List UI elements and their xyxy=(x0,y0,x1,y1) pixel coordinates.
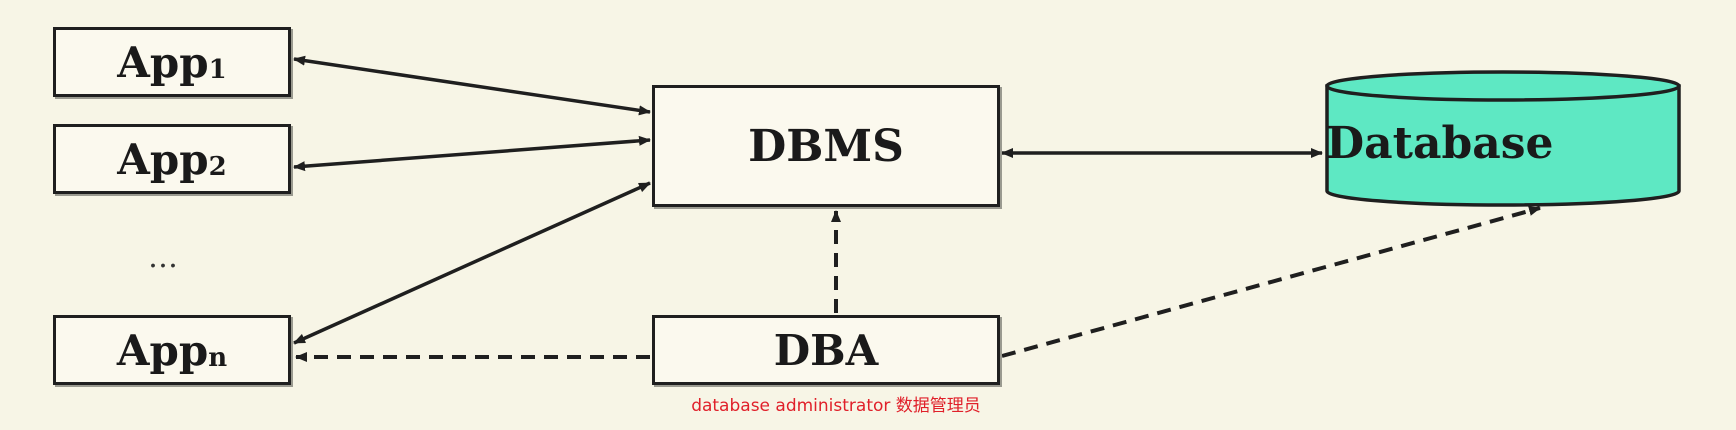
dba-label: DBA xyxy=(773,325,879,375)
app-1-subscript: 1 xyxy=(208,55,227,85)
appn-dbms-connector xyxy=(293,181,651,345)
app-2-label: App xyxy=(117,134,209,184)
dbms-box: DBMS xyxy=(652,85,1000,207)
apps-ellipsis: … xyxy=(148,240,180,275)
dba-caption: database administrator 数据管理员 xyxy=(691,396,981,416)
app-2-subscript: 2 xyxy=(208,152,227,182)
cylinder-database-icon xyxy=(1325,70,1681,207)
app1-dbms-connector xyxy=(293,55,651,116)
app-n-subscript: n xyxy=(208,343,228,373)
dbms-label: DBMS xyxy=(748,120,904,172)
database-label: Database xyxy=(1326,118,1554,169)
dba-database-dashed-arrow xyxy=(1001,206,1541,358)
app-1-label: App xyxy=(117,37,209,87)
app-n-label: App xyxy=(116,325,209,375)
app2-dbms-connector xyxy=(293,135,651,172)
dba-box: DBA xyxy=(652,315,1000,385)
